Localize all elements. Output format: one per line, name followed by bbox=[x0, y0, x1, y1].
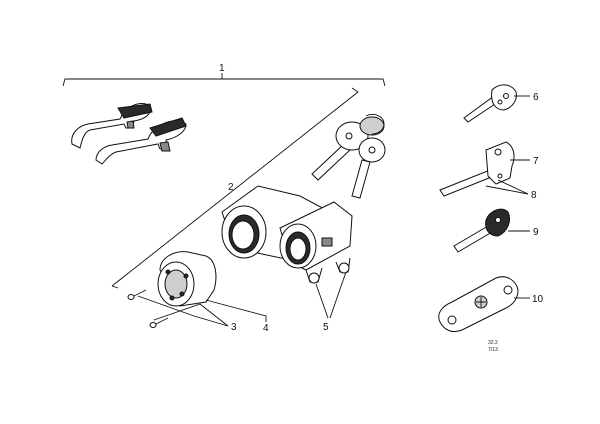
callout-3: 3 bbox=[231, 322, 237, 333]
callout-4: 4 bbox=[263, 323, 269, 334]
door-handle-left bbox=[71, 103, 153, 149]
screw-upper bbox=[127, 289, 147, 300]
corner-code-line2: 7/13 bbox=[488, 347, 498, 353]
key-9 bbox=[453, 208, 511, 253]
callout-6: 6 bbox=[533, 92, 539, 103]
screw-lower bbox=[149, 317, 169, 328]
lock-cylinder-ring bbox=[157, 251, 217, 307]
callout-7: 7 bbox=[533, 156, 539, 167]
callout-5: 5 bbox=[323, 322, 329, 333]
lock-housing-assembly bbox=[221, 185, 353, 284]
callout-2: 2 bbox=[228, 182, 234, 193]
callout-8: 8 bbox=[531, 190, 537, 201]
door-handle-right bbox=[95, 117, 187, 165]
leader-lines bbox=[137, 95, 530, 327]
key-pair-cylinder bbox=[311, 113, 386, 199]
callout-1: 1 bbox=[219, 63, 225, 74]
callout-10: 10 bbox=[532, 294, 544, 305]
callout-9: 9 bbox=[533, 227, 539, 238]
key-7 bbox=[439, 141, 515, 197]
plate-10 bbox=[438, 276, 519, 333]
bracket-item-1 bbox=[62, 73, 386, 87]
corner-code-line1: 32.2 bbox=[488, 340, 498, 346]
bracket-item-2 bbox=[111, 87, 359, 289]
key-6 bbox=[463, 84, 517, 123]
